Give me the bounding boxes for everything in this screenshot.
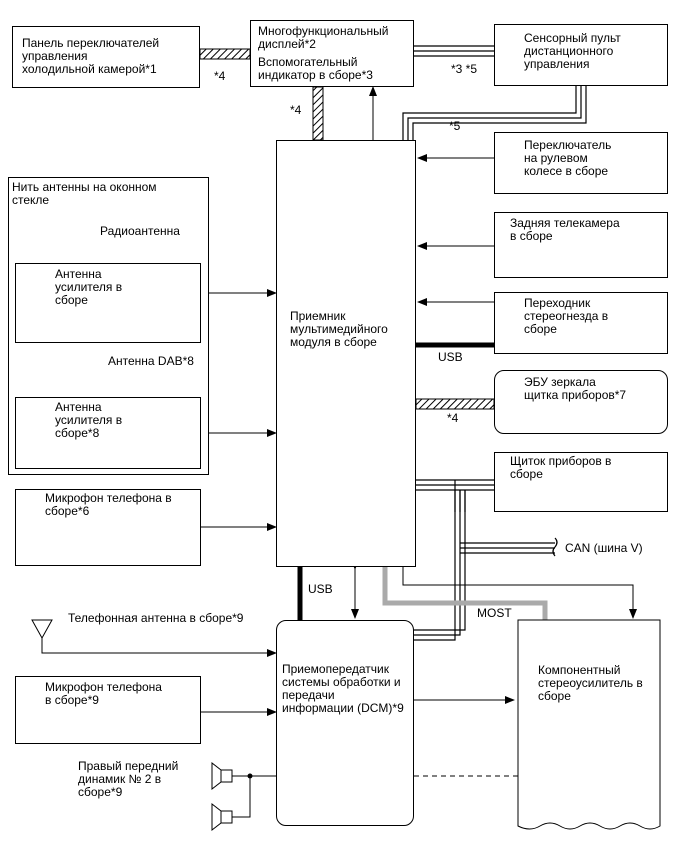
arrow-receiver-amp (402, 567, 637, 619)
mirror-ecu-label: ЭБУ зеркала щитка приборов*7 (524, 375, 627, 402)
note-4-climate: *4 (214, 69, 226, 83)
steering-switch-box (494, 132, 668, 194)
stereo-amp-label: Компонентный стереоусилитель в сборе (538, 663, 643, 703)
note-3-5: *3 *5 (451, 62, 478, 76)
bus-touch-receiver (402, 86, 587, 140)
note-4-receiver: *4 (290, 103, 302, 117)
climate-panel-box (12, 26, 200, 88)
junction-dot (247, 773, 253, 779)
most-bus (382, 567, 548, 620)
note-4-mirror: *4 (447, 411, 459, 425)
phone-mic-6-box (15, 489, 201, 566)
mirror-ecu-box (494, 370, 668, 434)
amp-antenna-8-label: Антенна усилителя в сборе*8 (55, 400, 123, 440)
receiver-label: Приемник мультимедийного модуля в сборе (290, 309, 388, 349)
phone-mic-9-box (15, 676, 201, 744)
note-5: *5 (449, 119, 461, 133)
aux-indicator-label: Вспомогательный индикатор в сборе*3 (258, 55, 373, 82)
touch-remote-box (494, 24, 668, 86)
speaker-wire-a (232, 775, 251, 818)
receiver-box (276, 140, 416, 567)
radio-antenna-label: Радиоантенна (100, 224, 180, 238)
dab-antenna-label: Антенна DAB*8 (108, 354, 194, 368)
instrument-panel-label: Щиток приборов в сборе (510, 454, 612, 481)
usb-label-bottom: USB (308, 582, 333, 596)
stereo-jack-box (494, 292, 668, 354)
speaker-icon (211, 761, 233, 832)
rear-camera-label: Задняя телекамера в сборе (510, 216, 620, 243)
hatched-link-climate-mfd (199, 48, 251, 60)
dcm-label: Приемопередатчик системы обработки и пер… (282, 662, 404, 715)
most-label: MOST (477, 606, 512, 620)
phone-antenna-icon (31, 619, 53, 645)
amp-antenna-box (15, 263, 201, 343)
bus-can (414, 479, 555, 641)
can-label: CAN (шина V) (565, 541, 643, 555)
phone-antenna-9-label: Телефонная антенна в сборе*9 (68, 611, 244, 625)
steering-switch-label: Переключатель на рулевом колесе в сборе (524, 138, 612, 178)
amp-antenna-label: Антенна усилителя в сборе (55, 267, 123, 307)
instrument-panel-box (494, 452, 668, 512)
hatched-link-mirror-ecu (415, 398, 495, 410)
touch-remote-label: Сенсорный пульт дистанционного управлени… (524, 31, 621, 71)
speaker-label: Правый передний динамик № 2 в сборе*9 (78, 759, 179, 799)
phone-mic-9-label: Микрофон телефона в сборе*9 (45, 680, 162, 707)
phone-antenna-wire (41, 640, 277, 657)
usb-label-right: USB (438, 350, 463, 364)
bus-mfd-touch (414, 45, 494, 57)
can-wire-break (552, 537, 558, 557)
antenna-group-label: Нить антенны на оконном стекле (12, 180, 157, 207)
phone-mic-6-label: Микрофон телефона в сборе*6 (45, 491, 172, 518)
mfd-label: Многофункциональный дисплей*2 (258, 24, 389, 51)
stereo-amp-box (517, 619, 661, 830)
amp-antenna-8-box (15, 397, 201, 469)
stereo-jack-label: Переходник стереогнезда в сборе (524, 296, 609, 336)
dcm-box (276, 620, 414, 826)
climate-panel-label: Панель переключателей управления холодил… (22, 36, 160, 76)
hatched-link-mfd-receiver (312, 86, 324, 141)
rear-camera-box (494, 212, 668, 278)
mfd-box (250, 20, 414, 87)
